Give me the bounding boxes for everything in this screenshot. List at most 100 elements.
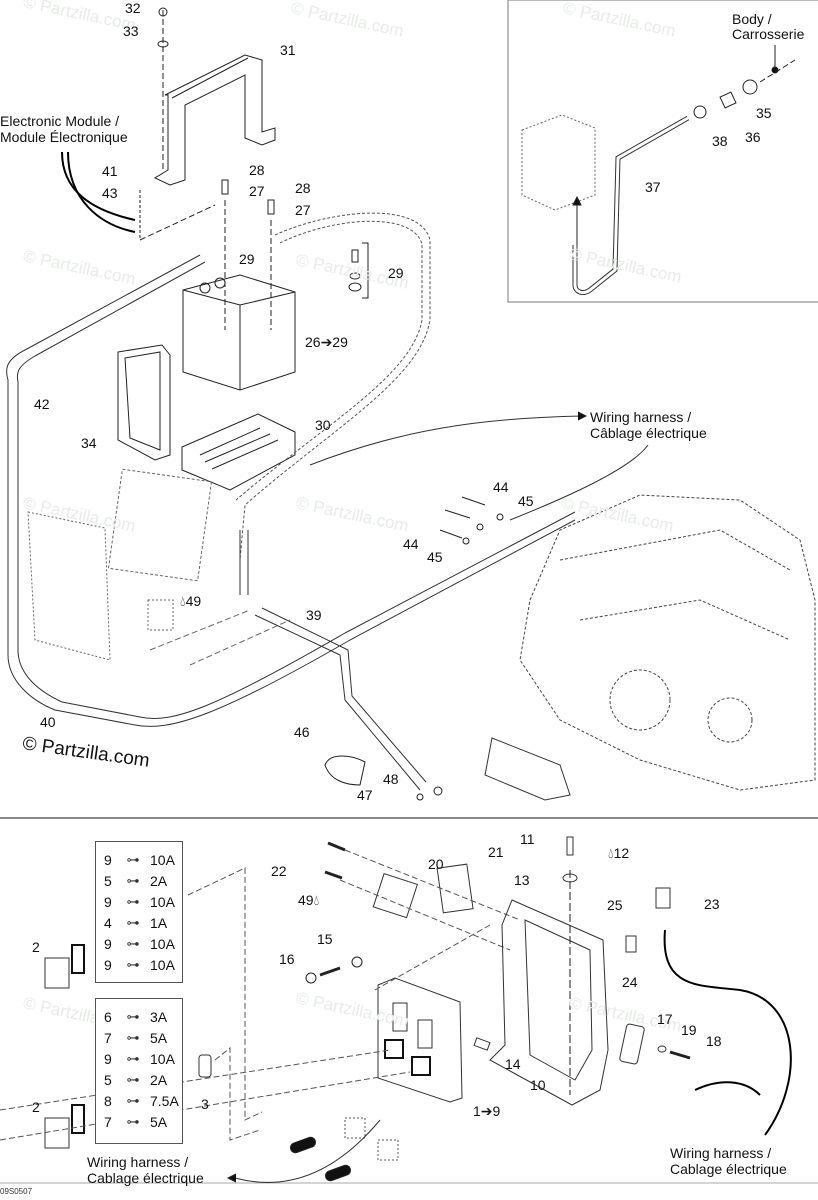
callout-14[interactable]: 14 — [505, 1056, 521, 1072]
fuse-rating: 2A — [150, 1071, 168, 1088]
fuse-rating: 10A — [150, 935, 175, 952]
callout-1-9[interactable]: 1➔9 — [473, 1103, 501, 1119]
callout-28a[interactable]: 28 — [249, 162, 265, 178]
fuse-icon: ⊶ — [126, 1029, 140, 1045]
callout-28b[interactable]: 28 — [295, 180, 311, 196]
fuse-ref: 9 — [104, 956, 112, 973]
callout-44a[interactable]: 44 — [493, 479, 509, 495]
callout-19[interactable]: 19 — [681, 1022, 697, 1038]
battery-cover — [117, 344, 171, 461]
relay — [372, 872, 419, 919]
fuse-rating: 10A — [150, 893, 175, 910]
callout-23[interactable]: 23 — [704, 896, 720, 912]
callout-25[interactable]: 25 — [607, 897, 623, 913]
callout-35[interactable]: 35 — [756, 105, 772, 121]
fuse-ref: 7 — [104, 1113, 112, 1130]
fuse-icon: ⊶ — [126, 1092, 140, 1108]
harness-arrow-upper — [309, 415, 583, 466]
callout-49-label: 49 — [185, 593, 202, 609]
callout-39[interactable]: 39 — [306, 607, 322, 623]
callout-27b[interactable]: 27 — [295, 202, 311, 218]
callout-37[interactable]: 37 — [645, 179, 661, 195]
fuse-row: 5⊶2A — [104, 870, 182, 891]
callout-48[interactable]: 48 — [383, 771, 399, 787]
fuse-row: 9⊶10A — [104, 849, 182, 870]
callout-2a[interactable]: 2 — [32, 939, 40, 955]
callout-16[interactable]: 16 — [279, 951, 295, 967]
sensor — [655, 887, 671, 909]
fuse-rating: 7.5A — [150, 1092, 179, 1109]
callout-49-lower[interactable]: 49💧︎ — [298, 893, 319, 908]
note-body-en: Body / — [732, 11, 772, 27]
fuse-rating: 1A — [150, 914, 168, 931]
drop-icon: 💧︎ — [180, 593, 186, 609]
fuse-icon: ⊶ — [126, 872, 140, 888]
callout-32[interactable]: 32 — [125, 0, 141, 16]
callout-21[interactable]: 21 — [488, 844, 504, 860]
note-body-fr: Carrosserie — [732, 26, 805, 42]
callout-47[interactable]: 47 — [357, 787, 373, 803]
callout-45a[interactable]: 45 — [518, 493, 534, 509]
callout-11[interactable]: 11 — [520, 831, 535, 847]
callout-20[interactable]: 20 — [428, 856, 444, 872]
fuse-ref: 9 — [104, 893, 112, 910]
callout-15[interactable]: 15 — [317, 931, 333, 947]
callout-17[interactable]: 17 — [657, 1011, 673, 1027]
note-harness-lower-left-fr: Cablage électrique — [87, 1170, 204, 1186]
fuse-icon: ⊶ — [126, 1008, 140, 1024]
note-harness-upper-en: Wiring harness / — [590, 409, 692, 425]
callout-30[interactable]: 30 — [315, 417, 331, 433]
battery-bracket — [153, 7, 276, 186]
callout-44b[interactable]: 44 — [403, 536, 419, 552]
callout-2b[interactable]: 2 — [32, 1099, 40, 1115]
callout-22[interactable]: 22 — [271, 863, 287, 879]
callout-10[interactable]: 10 — [530, 1077, 546, 1093]
callout-18[interactable]: 18 — [706, 1033, 722, 1049]
callout-27a[interactable]: 27 — [249, 183, 265, 199]
fuse-holder-top — [44, 944, 85, 989]
callout-45b[interactable]: 45 — [427, 549, 443, 565]
fuse-rating: 10A — [150, 851, 175, 868]
battery — [182, 274, 296, 391]
callout-29a[interactable]: 29 — [239, 251, 255, 267]
fuse-rating: 2A — [150, 872, 168, 889]
fuse-icon: ⊶ — [126, 914, 140, 930]
fuse-rating: 5A — [150, 1029, 168, 1046]
fuse-row: 8⊶7.5A — [104, 1090, 182, 1111]
callout-29b[interactable]: 29 — [388, 265, 404, 281]
positive-cable — [239, 212, 431, 561]
fuse-row: 9⊶10A — [104, 1048, 182, 1069]
fuse-row: 6⊶3A — [104, 1006, 182, 1027]
callout-49-lower-label: 49 — [298, 892, 314, 908]
callout-40[interactable]: 40 — [40, 714, 56, 730]
callout-42[interactable]: 42 — [34, 396, 50, 412]
sensor-wire — [663, 929, 792, 1136]
note-harness-lower-right-fr: Cablage électrique — [670, 1161, 787, 1177]
battery-bolts — [221, 179, 369, 330]
callout-33[interactable]: 33 — [123, 23, 139, 39]
fuse-table-bottom: 6⊶3A 7⊶5A 9⊶10A 5⊶2A 8⊶7.5A 7⊶5A — [95, 998, 183, 1144]
callout-24[interactable]: 24 — [622, 974, 638, 990]
callout-49[interactable]: 💧︎49 — [180, 594, 201, 609]
callout-36[interactable]: 36 — [745, 129, 761, 145]
callout-41[interactable]: 41 — [102, 163, 118, 179]
module-wires — [61, 151, 136, 221]
fuse-icon: ⊶ — [126, 1071, 140, 1087]
callout-31[interactable]: 31 — [280, 42, 296, 58]
fuse-icon: ⊶ — [126, 956, 140, 972]
callout-12[interactable]: 💧︎12 — [608, 846, 629, 861]
callout-46[interactable]: 46 — [294, 724, 310, 740]
starter-cable — [254, 614, 421, 791]
fuse-ref: 4 — [104, 914, 112, 931]
fuse-icon: ⊶ — [126, 1050, 140, 1066]
callout-34[interactable]: 34 — [81, 435, 97, 451]
fuse-ref: 9 — [104, 851, 112, 868]
callout-3[interactable]: 3 — [201, 1096, 209, 1112]
callout-26[interactable]: 26➔29 — [305, 334, 348, 350]
drop-icon: 💧︎ — [313, 892, 320, 908]
callout-38[interactable]: 38 — [712, 133, 728, 149]
callout-13[interactable]: 13 — [514, 872, 530, 888]
callout-43[interactable]: 43 — [102, 185, 118, 201]
fuse-rating: 5A — [150, 1113, 168, 1130]
